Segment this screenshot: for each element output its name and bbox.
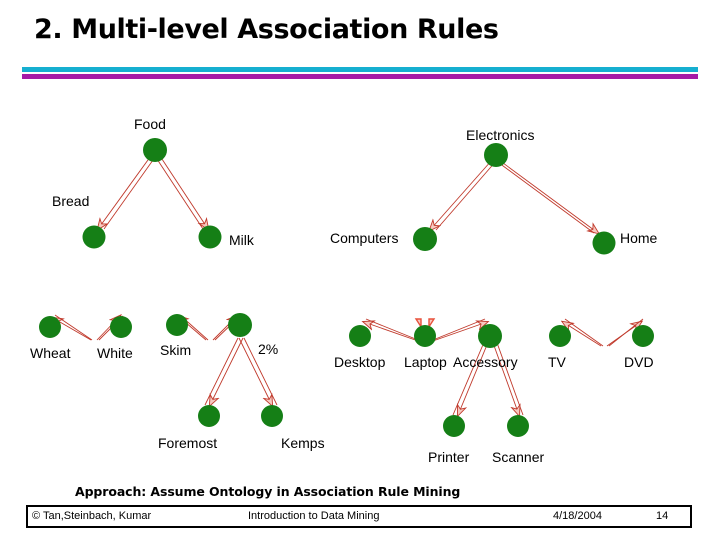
edge-computers-desktop <box>364 322 422 343</box>
node-printer[interactable] <box>443 415 465 437</box>
label-scanner: Scanner <box>492 449 544 465</box>
node-twopercent[interactable] <box>228 313 252 337</box>
node-foremost[interactable] <box>198 405 220 427</box>
node-skim[interactable] <box>166 314 188 336</box>
node-group-food <box>39 138 283 427</box>
label-bread: Bread <box>52 193 89 209</box>
edge-home-dvd-b <box>608 318 644 347</box>
edge-food-bread <box>98 152 154 229</box>
edge-twopercent-kemps <box>238 337 272 405</box>
node-bread[interactable] <box>82 225 106 249</box>
divider-magenta <box>22 74 698 79</box>
edge-twopercent-foremost-b <box>204 337 239 406</box>
node-group-electronics <box>349 143 654 437</box>
label-foremost: Foremost <box>158 435 217 451</box>
label-desktop: Desktop <box>334 354 386 370</box>
label-home: Home <box>620 230 658 246</box>
edge-accessory-printer-b <box>452 339 486 416</box>
node-tv[interactable] <box>549 325 571 347</box>
edge-food-milk <box>157 152 208 229</box>
label-twopercent: 2% <box>258 341 278 357</box>
label-accessory: Accessory <box>453 354 518 370</box>
edge-group-electronics <box>364 159 644 416</box>
node-home[interactable] <box>592 231 616 255</box>
node-wheat[interactable] <box>39 316 61 338</box>
edge-accessory-scanner <box>491 339 519 415</box>
node-scanner[interactable] <box>507 415 529 437</box>
edge-food-milk-b <box>152 152 204 230</box>
footer-copyright: © Tan,Steinbach, Kumar <box>32 510 152 522</box>
node-dvd[interactable] <box>632 325 654 347</box>
edge-home-tv-b <box>564 318 604 347</box>
page-title: 2. Multi-level Association Rules <box>34 14 499 45</box>
edge-accessory-printer <box>458 339 490 415</box>
label-milk: Milk <box>229 232 255 248</box>
edge-bread-wheat-b <box>54 314 93 341</box>
divider-cyan <box>22 67 698 72</box>
edge-twopercent-kemps-b <box>243 337 278 406</box>
label-tv: TV <box>548 354 567 370</box>
label-white: White <box>97 345 133 361</box>
node-food[interactable] <box>143 138 167 162</box>
hierarchy-svg: Food Bread Milk Wheat White Skim 2% Fore… <box>30 116 658 465</box>
label-printer: Printer <box>428 449 470 465</box>
node-electronics[interactable] <box>484 143 508 167</box>
label-kemps: Kemps <box>281 435 325 451</box>
node-computers[interactable] <box>413 227 437 251</box>
edge-food-bread-b <box>103 152 159 230</box>
footer-bar: © Tan,Steinbach, Kumar Introduction to D… <box>26 505 692 528</box>
node-laptop[interactable] <box>414 325 436 347</box>
label-food: Food <box>134 116 166 132</box>
edge-computers-accessory <box>429 322 487 343</box>
edge-accessory-scanner-b <box>495 339 524 416</box>
edge-electronics-computers <box>430 159 493 230</box>
concept-hierarchy-diagram: Food Bread Milk Wheat White Skim 2% Fore… <box>0 90 720 470</box>
node-kemps[interactable] <box>261 405 283 427</box>
footer-course-title: Introduction to Data Mining <box>248 510 380 522</box>
approach-caption: Approach: Assume Ontology in Association… <box>75 484 461 499</box>
footer-page-number: 14 <box>656 510 669 522</box>
label-skim: Skim <box>160 342 191 358</box>
label-computers: Computers <box>330 230 398 246</box>
edge-electronics-computers-b <box>435 159 498 231</box>
node-desktop[interactable] <box>349 325 371 347</box>
label-dvd: DVD <box>624 354 654 370</box>
edge-computers-accessory-b <box>427 318 486 343</box>
edge-home-tv <box>563 322 602 347</box>
edge-twopercent-foremost <box>210 337 244 405</box>
footer-date: 4/18/2004 <box>553 510 602 522</box>
edge-group-food <box>53 152 278 406</box>
node-milk[interactable] <box>198 225 222 249</box>
node-label-group: Food Bread Milk Wheat White Skim 2% Fore… <box>30 116 658 465</box>
edge-computers-desktop-b <box>365 318 424 343</box>
edge-electronics-home-b <box>494 159 595 234</box>
label-electronics: Electronics <box>466 127 534 143</box>
node-accessory[interactable] <box>478 324 502 348</box>
edge-electronics-home <box>498 159 598 233</box>
node-white[interactable] <box>110 316 132 338</box>
label-wheat: Wheat <box>30 345 71 361</box>
label-laptop: Laptop <box>404 354 447 370</box>
